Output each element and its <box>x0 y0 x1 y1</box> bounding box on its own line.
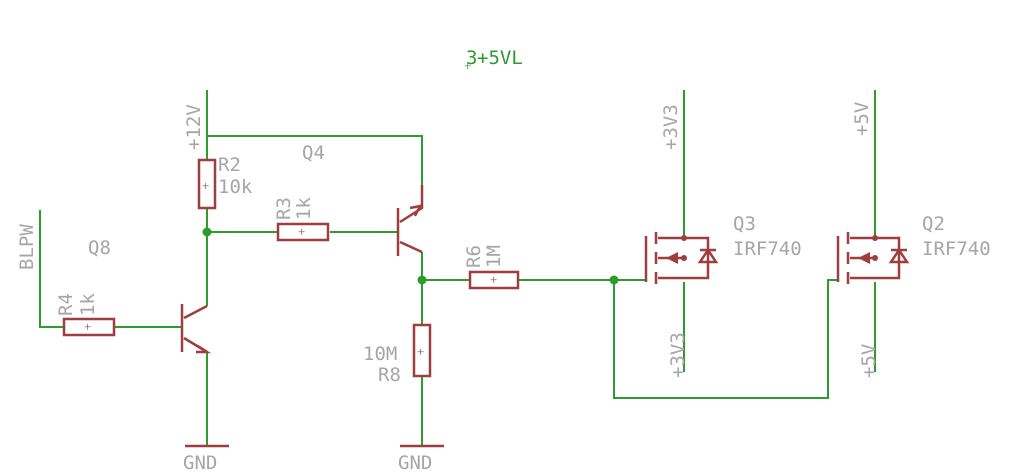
wire-12v-to-q4 <box>207 135 423 185</box>
ground-label-left: GND <box>183 452 217 474</box>
resistor-plus-icon: + <box>84 319 91 334</box>
net-label-3v3-lower: +3V3 <box>667 332 689 378</box>
q8-name: Q8 <box>88 237 111 259</box>
mosfet-arrow-icon <box>858 252 870 264</box>
ground-r8: GND <box>398 444 444 474</box>
r3-name: R3 <box>273 197 295 220</box>
transistor-arrow-icon <box>196 344 212 354</box>
net-title-prefix: 3 <box>466 47 477 69</box>
net-title: 3 +5VL + <box>464 47 523 73</box>
net-title-plus-icon: + <box>464 58 471 73</box>
mosfet-diode-frame-icon <box>684 236 710 280</box>
r2-name: R2 <box>218 154 241 176</box>
resistor-r8: + 10M R8 <box>363 323 432 386</box>
resistor-plus-icon: + <box>202 178 209 193</box>
mosfet-dot-icon <box>872 255 878 261</box>
resistor-body-icon <box>412 323 432 378</box>
resistor-body-icon <box>468 270 520 290</box>
r8-value: 10M <box>363 343 397 365</box>
mosfet-dot-icon <box>681 255 687 261</box>
r6-name: R6 <box>463 245 485 268</box>
wire-blpw <box>39 210 64 328</box>
r4-name: R4 <box>55 293 77 316</box>
junction-node-a <box>202 227 212 237</box>
r2-value: 10k <box>218 176 253 198</box>
net-title-label: +5VL <box>477 47 523 69</box>
resistor-r4: + R4 1k <box>55 293 116 337</box>
transistor-q4: Q4 <box>302 142 424 256</box>
r3-value: 1k <box>293 197 315 220</box>
transistor-arrow-icon <box>409 204 423 217</box>
junction-node-b <box>417 275 427 285</box>
net-label-3v3: +3V3 <box>660 104 682 150</box>
q2-name: Q2 <box>922 213 945 235</box>
transistor-collector-icon <box>399 240 423 254</box>
mosfet-dot-icon <box>872 235 878 241</box>
wire-gate-loop <box>613 279 838 399</box>
ground-label-right: GND <box>398 452 432 474</box>
r8-name: R8 <box>378 364 401 386</box>
net-label-blpw: BLPW <box>16 224 38 270</box>
transistor-q8: Q8 <box>88 237 212 354</box>
net-label-5v-lower: +5V <box>858 344 880 378</box>
resistor-r2: + R2 10k <box>197 154 253 210</box>
resistor-plus-icon: + <box>298 224 305 239</box>
mosfet-q3: Q3 IRF740 <box>644 213 802 284</box>
resistor-plus-icon: + <box>417 344 424 359</box>
wires <box>39 90 876 446</box>
mosfet-dot-icon <box>681 235 687 241</box>
mosfet-q2: Q2 IRF740 <box>836 213 991 284</box>
resistor-body-icon <box>62 317 116 337</box>
ground-q8: GND <box>183 444 229 474</box>
r4-value: 1k <box>77 293 99 316</box>
q2-part: IRF740 <box>922 238 991 260</box>
q4-name: Q4 <box>302 142 325 164</box>
q3-part: IRF740 <box>733 238 802 260</box>
mosfet-diode-frame-icon <box>875 236 901 280</box>
resistor-body-icon <box>276 222 330 242</box>
mosfet-diode-icon <box>888 247 910 264</box>
transistor-collector-icon <box>183 304 208 320</box>
junction-node-c <box>609 275 619 285</box>
transistor-emitter-icon <box>399 185 424 224</box>
resistor-plus-icon: + <box>490 272 497 287</box>
r6-value: 1M <box>483 245 505 268</box>
net-label-12v: +12V <box>183 104 205 150</box>
mosfet-arrow-icon <box>666 252 678 264</box>
supply-labels: +12V +3V3 +5V BLPW +3V3 +5V <box>16 102 880 378</box>
net-label-5v: +5V <box>851 102 873 136</box>
resistor-r3: + R3 1k <box>273 197 330 242</box>
mosfet-diode-icon <box>697 247 719 264</box>
resistor-r6: + R6 1M <box>463 245 520 290</box>
q3-name: Q3 <box>733 213 756 235</box>
resistor-body-icon <box>197 158 217 210</box>
